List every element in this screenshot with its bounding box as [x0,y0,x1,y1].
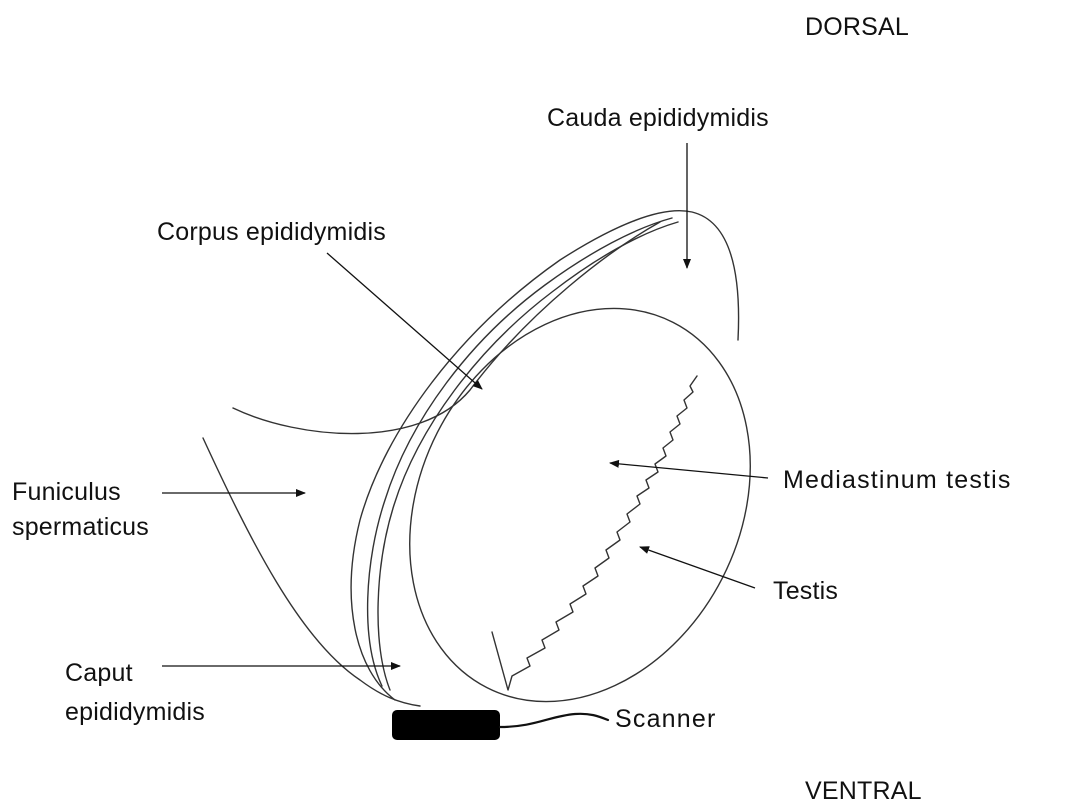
corpus-epididymidis-label: Corpus epididymidis [157,215,386,249]
mediastinum-testis-label: Mediastinum testis [783,463,1012,497]
caput-label-line2: epididymidis [65,695,205,729]
orientation-ventral-label: VENTRAL [805,774,922,808]
funiculus-label-line1: Funiculus [12,475,121,509]
arrow-testis [640,547,755,588]
scanner-label: Scanner [615,702,717,736]
corpus-epididymidis-inner-line-1 [368,218,672,686]
orientation-dorsal-label: DORSAL [805,10,909,44]
testis-label: Testis [773,574,838,608]
corpus-epididymidis-inner-line-2 [378,222,678,690]
arrow-corpus [327,253,482,389]
testis-outline [344,250,815,761]
scanner-probe [392,710,500,740]
arrow-mediastinum [610,463,768,478]
funiculus-label-line2: spermaticus [12,510,149,544]
cauda-epididymidis-label: Cauda epididymidis [547,101,769,135]
caput-label-line1: Caput [65,656,133,690]
mediastinum-testis-line [492,376,697,690]
scanner-cable [500,714,608,727]
epididymis-outline [351,211,738,700]
